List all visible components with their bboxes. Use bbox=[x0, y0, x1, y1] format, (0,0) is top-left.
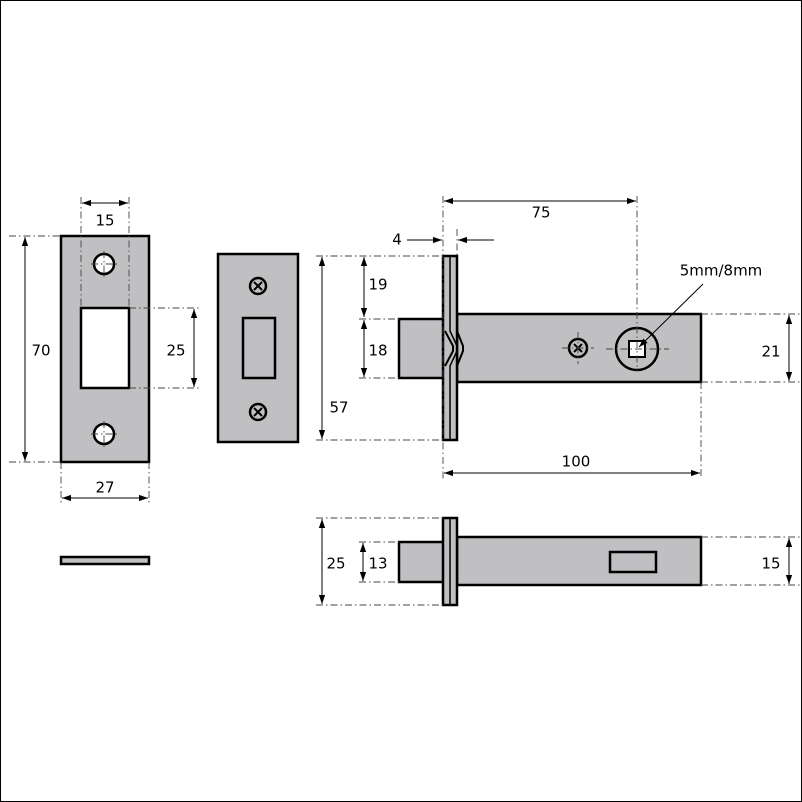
case-thickness-label: 15 bbox=[761, 555, 780, 573]
screw-icon bbox=[248, 276, 268, 296]
faceplate-thickness-label: 4 bbox=[392, 231, 402, 249]
top-to-bolt-label: 19 bbox=[368, 276, 387, 294]
strike-slot-height-label: 25 bbox=[166, 342, 185, 360]
strike-slot bbox=[79, 306, 131, 390]
bolt-height-label: 18 bbox=[368, 342, 387, 360]
overall-length-label: 100 bbox=[562, 453, 591, 471]
latch-bottom-view: 25 13 15 bbox=[316, 516, 801, 607]
backset-label: 75 bbox=[531, 204, 550, 222]
spindle-size-label: 5mm/8mm bbox=[680, 262, 763, 280]
strike-width-label: 27 bbox=[95, 479, 114, 497]
faceplate-height-label: 57 bbox=[329, 399, 348, 417]
strike-plate: 15 70 25 27 bbox=[9, 197, 199, 503]
latch-faceplate-front bbox=[216, 252, 300, 444]
flange-height-label: 25 bbox=[326, 555, 345, 573]
case-height-label: 21 bbox=[761, 343, 780, 361]
strike-plate-side-view bbox=[59, 555, 151, 566]
strike-height-label: 70 bbox=[31, 342, 50, 360]
screw-icon bbox=[562, 332, 594, 364]
screw-icon bbox=[248, 402, 268, 422]
strike-width-15-label: 15 bbox=[95, 212, 114, 230]
bolt-thickness-label: 13 bbox=[368, 555, 387, 573]
latch-side-view: 75 4 19 18 57 21 100 5mm/8mm bbox=[316, 196, 801, 479]
